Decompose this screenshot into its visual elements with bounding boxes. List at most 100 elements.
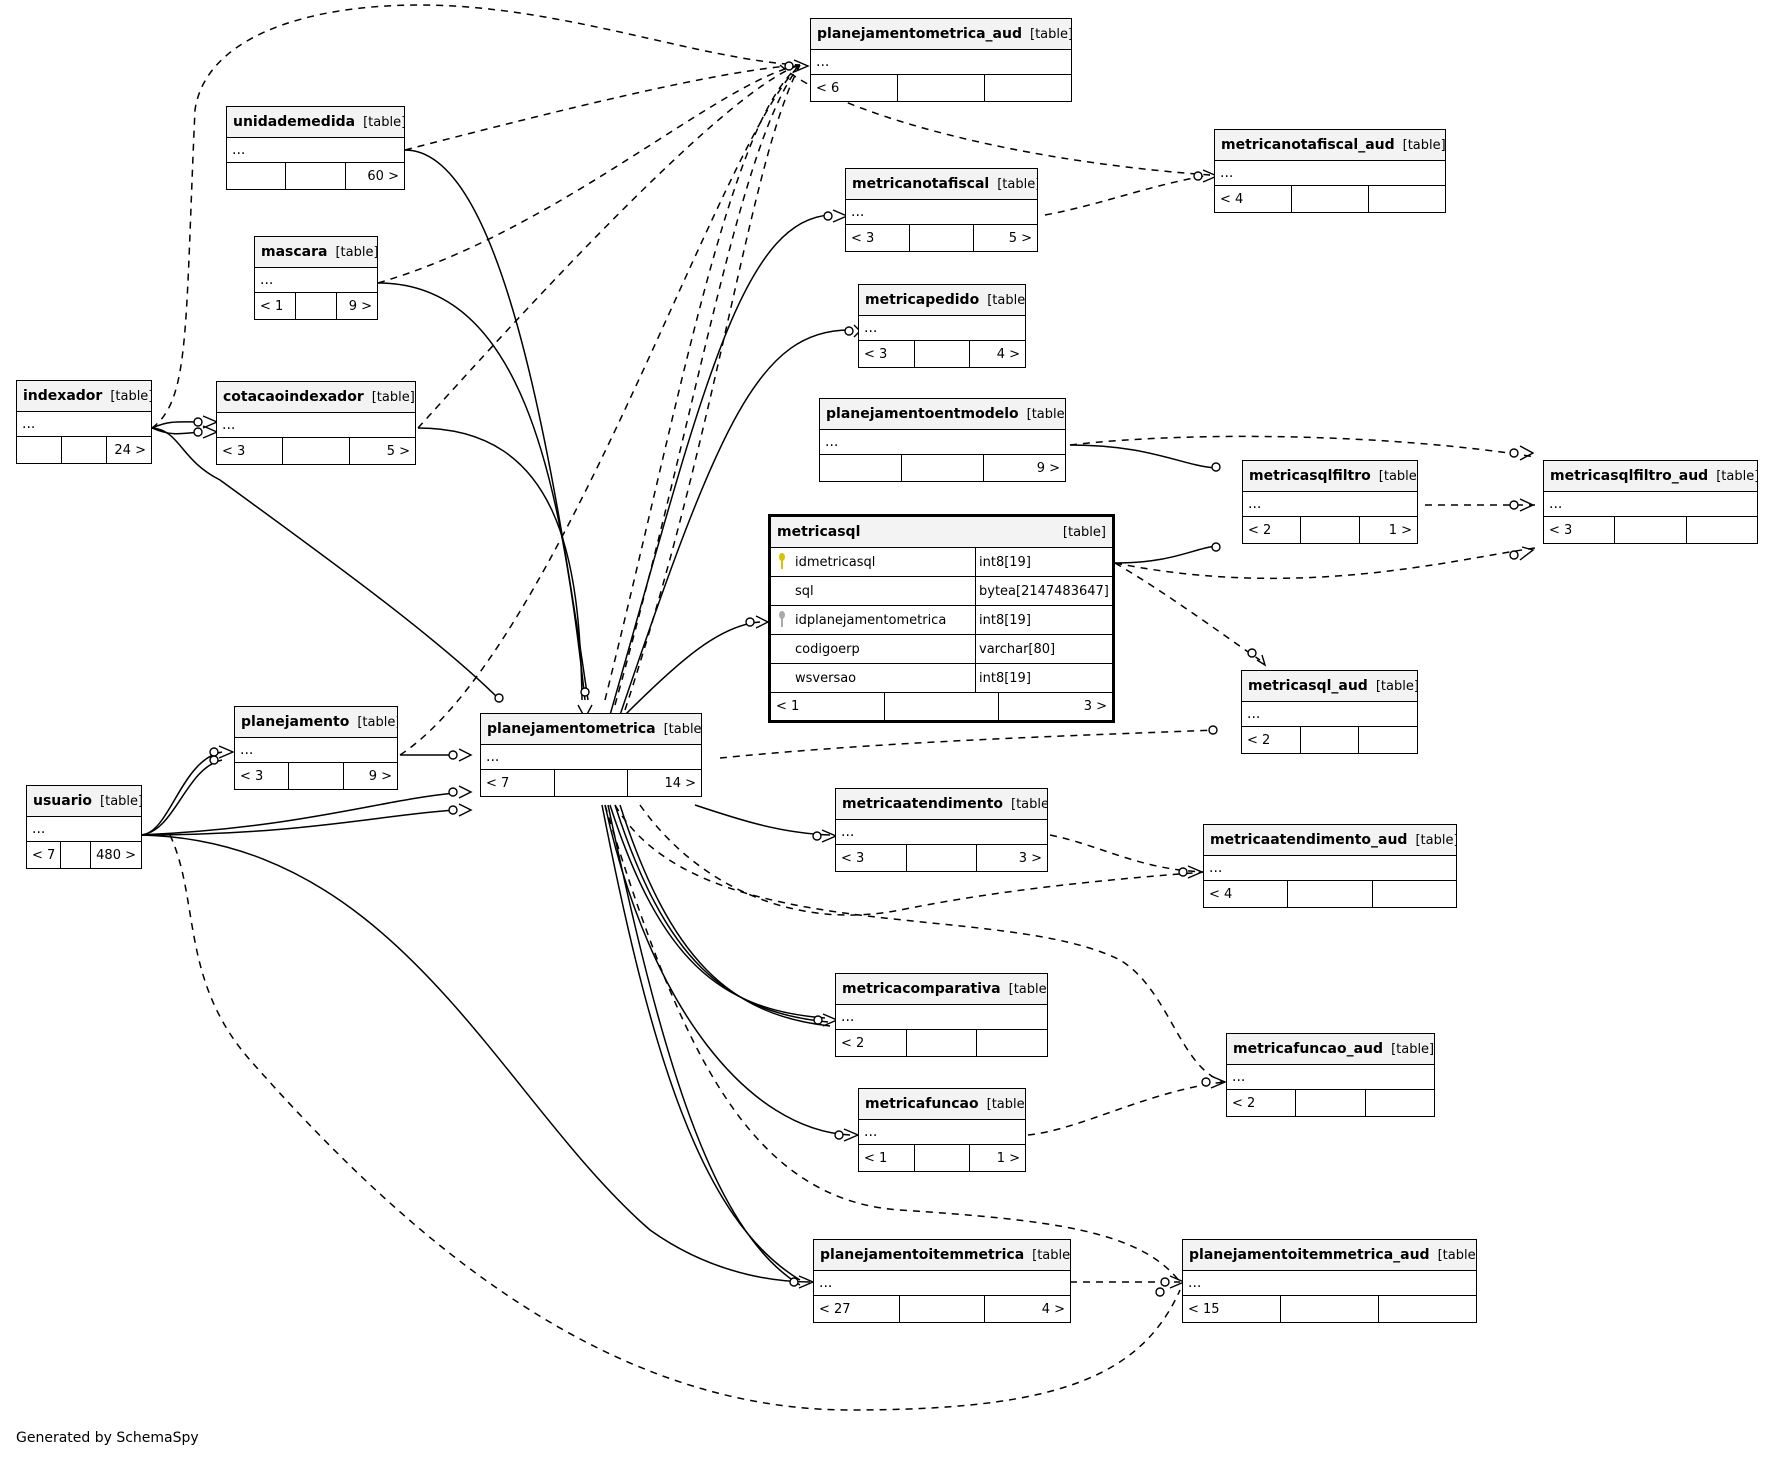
table-footer-cell[interactable] (885, 693, 999, 720)
table-footer-cell[interactable] (977, 1030, 1047, 1056)
table-name[interactable]: metricaatendimento_aud (1210, 832, 1408, 848)
table-footer-cell[interactable]: 4 > (1041, 1301, 1066, 1317)
table-footer-cell[interactable] (915, 1145, 971, 1171)
table-name[interactable]: unidademedida (233, 114, 356, 130)
table-name[interactable]: metricasql_aud (1248, 678, 1368, 694)
table-header[interactable]: metricafuncao_aud[table] (1227, 1034, 1434, 1065)
table-header[interactable]: planejamentometrica_aud[table] (811, 19, 1071, 50)
table-planejamentometrica[interactable]: planejamentometrica[table]...< 714 > (480, 713, 702, 797)
table-footer-cell[interactable]: 3 > (1083, 699, 1107, 714)
table-footer-cell[interactable]: < 2 (1227, 1090, 1297, 1116)
table-header[interactable]: planejamento[table] (235, 707, 397, 738)
table-footer-cell[interactable]: < 3 (235, 763, 290, 789)
table-footer-cell[interactable] (910, 225, 974, 251)
table-header[interactable]: metricasql[table] (771, 517, 1112, 548)
table-footer-cell[interactable]: 4 > (996, 346, 1021, 362)
table-footer-cell[interactable]: 24 > (114, 442, 146, 458)
table-footer-cell[interactable] (1359, 727, 1417, 753)
table-footer-cell[interactable] (296, 293, 337, 319)
table-footer-cell[interactable]: < 7 (481, 770, 555, 796)
table-header[interactable]: metricaatendimento[table] (836, 789, 1047, 820)
table-footer-cell[interactable]: < 7 (27, 842, 62, 868)
table-footer-cell[interactable] (17, 437, 62, 463)
table-footer-cell[interactable] (907, 1030, 978, 1056)
table-name[interactable]: planejamentoitemmetrica (820, 1247, 1025, 1263)
table-planejamentoitemmetrica_aud[interactable]: planejamentoitemmetrica_aud[table]...< 1… (1182, 1239, 1477, 1323)
table-footer-cell[interactable] (1288, 881, 1373, 907)
table-footer-cell[interactable] (286, 163, 346, 189)
table-metricaatendimento[interactable]: metricaatendimento[table]...< 33 > (835, 788, 1048, 872)
table-footer-cell[interactable]: < 2 (1243, 517, 1302, 543)
table-footer-cell[interactable]: 480 > (96, 847, 136, 863)
table-name[interactable]: metricasqlfiltro (1249, 468, 1371, 484)
table-name[interactable]: indexador (23, 388, 103, 404)
table-footer-cell[interactable] (1687, 517, 1757, 543)
table-footer-cell[interactable] (907, 845, 978, 871)
table-header[interactable]: mascara[table] (255, 237, 377, 268)
table-header[interactable]: metricasqlfiltro[table] (1243, 461, 1417, 492)
table-name[interactable]: cotacaoindexador (223, 389, 364, 405)
table-footer-cell[interactable]: < 1 (859, 1145, 915, 1171)
table-planejamentoentmodelo[interactable]: planejamentoentmodelo[table]...9 > (819, 398, 1066, 482)
table-header[interactable]: cotacaoindexador[table] (217, 382, 415, 413)
table-footer-cell[interactable]: < 1 (771, 693, 885, 720)
table-footer-cell[interactable] (985, 75, 1071, 101)
table-footer-cell[interactable] (1301, 517, 1360, 543)
table-metricapedido[interactable]: metricapedido[table]...< 34 > (858, 284, 1026, 368)
table-header[interactable]: indexador[table] (17, 381, 151, 412)
table-header[interactable]: metricapedido[table] (859, 285, 1025, 316)
table-footer-cell[interactable] (289, 763, 344, 789)
table-footer-cell[interactable] (1379, 1296, 1476, 1322)
table-header[interactable]: planejamentometrica[table] (481, 714, 701, 745)
table-footer-cell[interactable]: 60 > (367, 168, 399, 184)
table-header[interactable]: metricasql_aud[table] (1242, 671, 1417, 702)
table-planejamentometrica_aud[interactable]: planejamentometrica_aud[table]...< 6 (810, 18, 1072, 102)
table-footer-cell[interactable]: < 2 (1242, 727, 1301, 753)
table-footer-cell[interactable]: < 3 (217, 438, 284, 464)
table-name[interactable]: planejamento (241, 714, 350, 730)
table-footer-cell[interactable]: < 1 (255, 293, 296, 319)
table-footer-cell[interactable]: 5 > (386, 443, 410, 459)
table-footer-cell[interactable] (1301, 727, 1360, 753)
table-footer-cell[interactable] (1369, 186, 1445, 212)
table-footer-cell[interactable]: < 6 (811, 75, 898, 101)
table-unidademedida[interactable]: unidademedida[table]...60 > (226, 106, 405, 190)
table-name[interactable]: planejamentoentmodelo (826, 406, 1019, 422)
table-footer-cell[interactable]: < 2 (836, 1030, 907, 1056)
table-footer-cell[interactable] (1615, 517, 1687, 543)
table-name[interactable]: metricasqlfiltro_aud (1550, 468, 1709, 484)
table-indexador[interactable]: indexador[table]...24 > (16, 380, 152, 464)
table-metricafuncao_aud[interactable]: metricafuncao_aud[table]...< 2 (1226, 1033, 1435, 1117)
table-footer-cell[interactable] (1296, 1090, 1366, 1116)
table-metricafuncao[interactable]: metricafuncao[table]...< 11 > (858, 1088, 1026, 1172)
table-footer-cell[interactable] (1292, 186, 1369, 212)
table-header[interactable]: metricafuncao[table] (859, 1089, 1025, 1120)
table-footer-cell[interactable]: < 27 (814, 1296, 900, 1322)
table-name[interactable]: metricafuncao (865, 1096, 979, 1112)
table-header[interactable]: metricaatendimento_aud[table] (1204, 825, 1456, 856)
table-metricaatendimento_aud[interactable]: metricaatendimento_aud[table]...< 4 (1203, 824, 1457, 908)
table-name[interactable]: planejamentometrica (487, 721, 656, 737)
table-name[interactable]: metricacomparativa (842, 981, 1001, 997)
table-name[interactable]: metricaatendimento (842, 796, 1004, 812)
table-name[interactable]: metricasql (777, 524, 861, 540)
table-header[interactable]: unidademedida[table] (227, 107, 404, 138)
table-footer-cell[interactable]: < 3 (846, 225, 910, 251)
table-header[interactable]: planejamentoentmodelo[table] (820, 399, 1065, 430)
table-footer-cell[interactable]: 9 > (368, 768, 392, 784)
table-name[interactable]: planejamentometrica_aud (817, 26, 1022, 42)
table-footer-cell[interactable]: < 3 (859, 341, 915, 367)
table-header[interactable]: metricacomparativa[table] (836, 974, 1047, 1005)
table-footer-cell[interactable]: < 4 (1215, 186, 1292, 212)
table-footer-cell[interactable]: < 3 (1544, 517, 1616, 543)
table-footer-cell[interactable] (915, 341, 971, 367)
